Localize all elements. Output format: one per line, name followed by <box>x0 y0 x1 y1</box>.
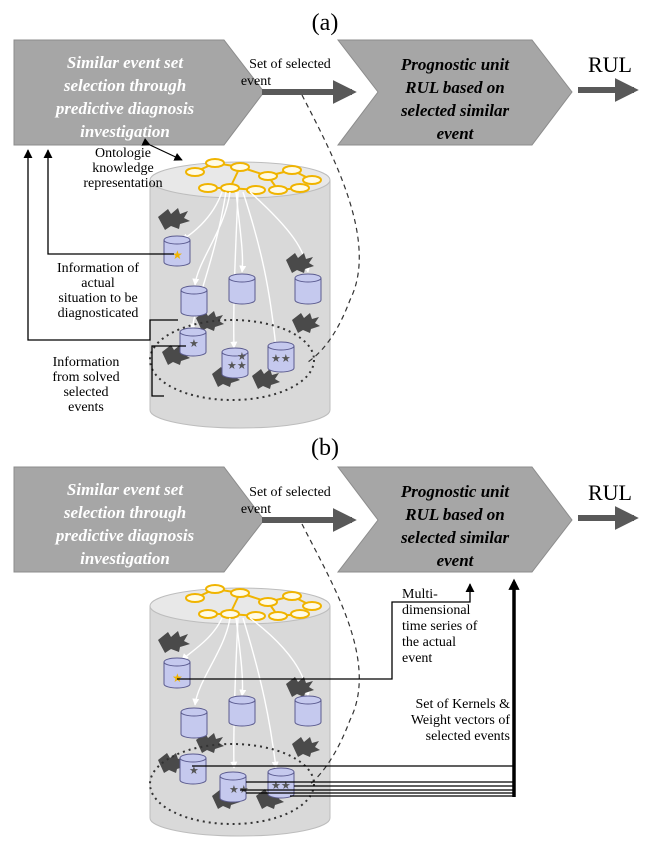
box-right-line-1: Prognostic unit <box>400 55 510 74</box>
info-solved-line-3: selected <box>63 385 108 400</box>
actual-situation-link <box>43 149 174 255</box>
multi-label-line-4: the actual <box>402 635 456 650</box>
kernels-label-line-2: Weight vectors of <box>411 713 511 728</box>
kernels-label-line-1: Set of Kernels & <box>416 697 511 712</box>
ontology-graph-icon-b <box>185 584 322 621</box>
info-solved-line-4: events <box>68 400 104 415</box>
multi-label-line-5: event <box>402 651 432 666</box>
arrow-label-line-1: Set of selected <box>249 57 331 72</box>
similar-event-selection-box: Similar event set selection through pred… <box>13 39 265 146</box>
panel-b: (b) Similar event set selection through … <box>13 435 639 837</box>
info-actual-line-1: Information of <box>57 261 139 276</box>
selected-events-ellipse-b <box>149 743 315 825</box>
box-b-right-line-1: Prognostic unit <box>400 482 510 501</box>
svg-text:★: ★ <box>189 765 199 777</box>
box-b-right-line-4: event <box>437 551 475 570</box>
star-icon-b: ★ ★ ★★ ★★ <box>172 671 291 796</box>
dashed-selection-link <box>301 94 360 363</box>
info-solved-line-1: Information <box>53 355 120 370</box>
dashed-selection-link-b <box>301 523 360 787</box>
selected-events-ellipse <box>149 319 315 401</box>
small-database-icon <box>163 235 322 379</box>
rul-output-label: RUL <box>588 52 632 77</box>
splash-icon-b <box>158 631 320 809</box>
info-solved-line-2: from solved <box>52 370 119 385</box>
similar-event-selection-box-b: Similar event set selection through pred… <box>13 466 265 573</box>
info-actual-line-2: actual <box>81 276 115 291</box>
star-icon: ★ ★ ★★ ★ ★★ <box>172 248 291 372</box>
box-b-left-line-4: investigation <box>80 549 170 568</box>
box-left-line-4: investigation <box>80 122 170 141</box>
ontology-graph-icon <box>185 158 322 195</box>
solved-events-link <box>23 149 178 341</box>
svg-text:★: ★ <box>172 671 183 685</box>
svg-text:★★: ★★ <box>227 360 247 372</box>
box-b-left-line-2: selection through <box>63 503 186 522</box>
svg-text:★★: ★★ <box>271 353 291 365</box>
svg-text:★: ★ <box>237 351 247 363</box>
kernels-label-line-3: selected events <box>426 729 510 744</box>
box-left-line-3: predictive diagnosis <box>54 99 195 118</box>
svg-text:★: ★ <box>172 248 183 262</box>
arrow-b-label-line-1: Set of selected <box>249 485 331 500</box>
box-right-line-3: selected similar <box>400 101 510 120</box>
multi-dimensional-link <box>177 583 475 680</box>
panel-a-label: (a) <box>312 10 339 36</box>
ontology-label-line-2: knowledge <box>92 161 153 176</box>
multi-label-line-1: Multi- <box>402 587 438 602</box>
prognostic-unit-box-b: Prognostic unit RUL based on selected si… <box>336 466 573 573</box>
panel-b-label: (b) <box>311 435 339 461</box>
multi-label-line-2: dimensional <box>402 603 471 618</box>
box-left-line-1: Similar event set <box>67 53 184 72</box>
multi-label-line-3: time series of <box>402 619 478 634</box>
ontology-double-arrow <box>141 137 183 161</box>
svg-text:★★: ★★ <box>271 780 291 792</box>
rul-output-label-b: RUL <box>588 480 632 505</box>
box-b-right-line-3: selected similar <box>400 528 510 547</box>
box-left-line-2: selection through <box>63 76 186 95</box>
ontology-label-line-1: Ontologie <box>95 146 151 161</box>
box-b-left-line-3: predictive diagnosis <box>54 526 195 545</box>
box-b-left-line-1: Similar event set <box>67 480 184 499</box>
solved-events-bracket <box>151 345 186 397</box>
svg-text:★: ★ <box>189 338 199 350</box>
info-actual-line-3: situation to be <box>58 291 137 306</box>
kernels-horizontal-lines <box>192 765 514 797</box>
splash-icon <box>158 208 320 389</box>
ontology-label-line-3: representation <box>83 176 162 191</box>
arrow-label-line-2: event <box>241 74 271 89</box>
small-database-icon-b <box>163 657 322 803</box>
arrow-b-label-line-2: event <box>241 502 271 517</box>
box-b-right-line-2: RUL based on <box>404 505 505 524</box>
svg-text:★★: ★★ <box>229 784 249 796</box>
info-actual-line-4: diagnosticated <box>58 306 139 321</box>
box-right-line-2: RUL based on <box>404 78 505 97</box>
panel-a: (a) Similar event set selection through … <box>13 10 639 429</box>
box-right-line-4: event <box>437 124 475 143</box>
prognostic-unit-box: Prognostic unit RUL based on selected si… <box>336 39 573 146</box>
